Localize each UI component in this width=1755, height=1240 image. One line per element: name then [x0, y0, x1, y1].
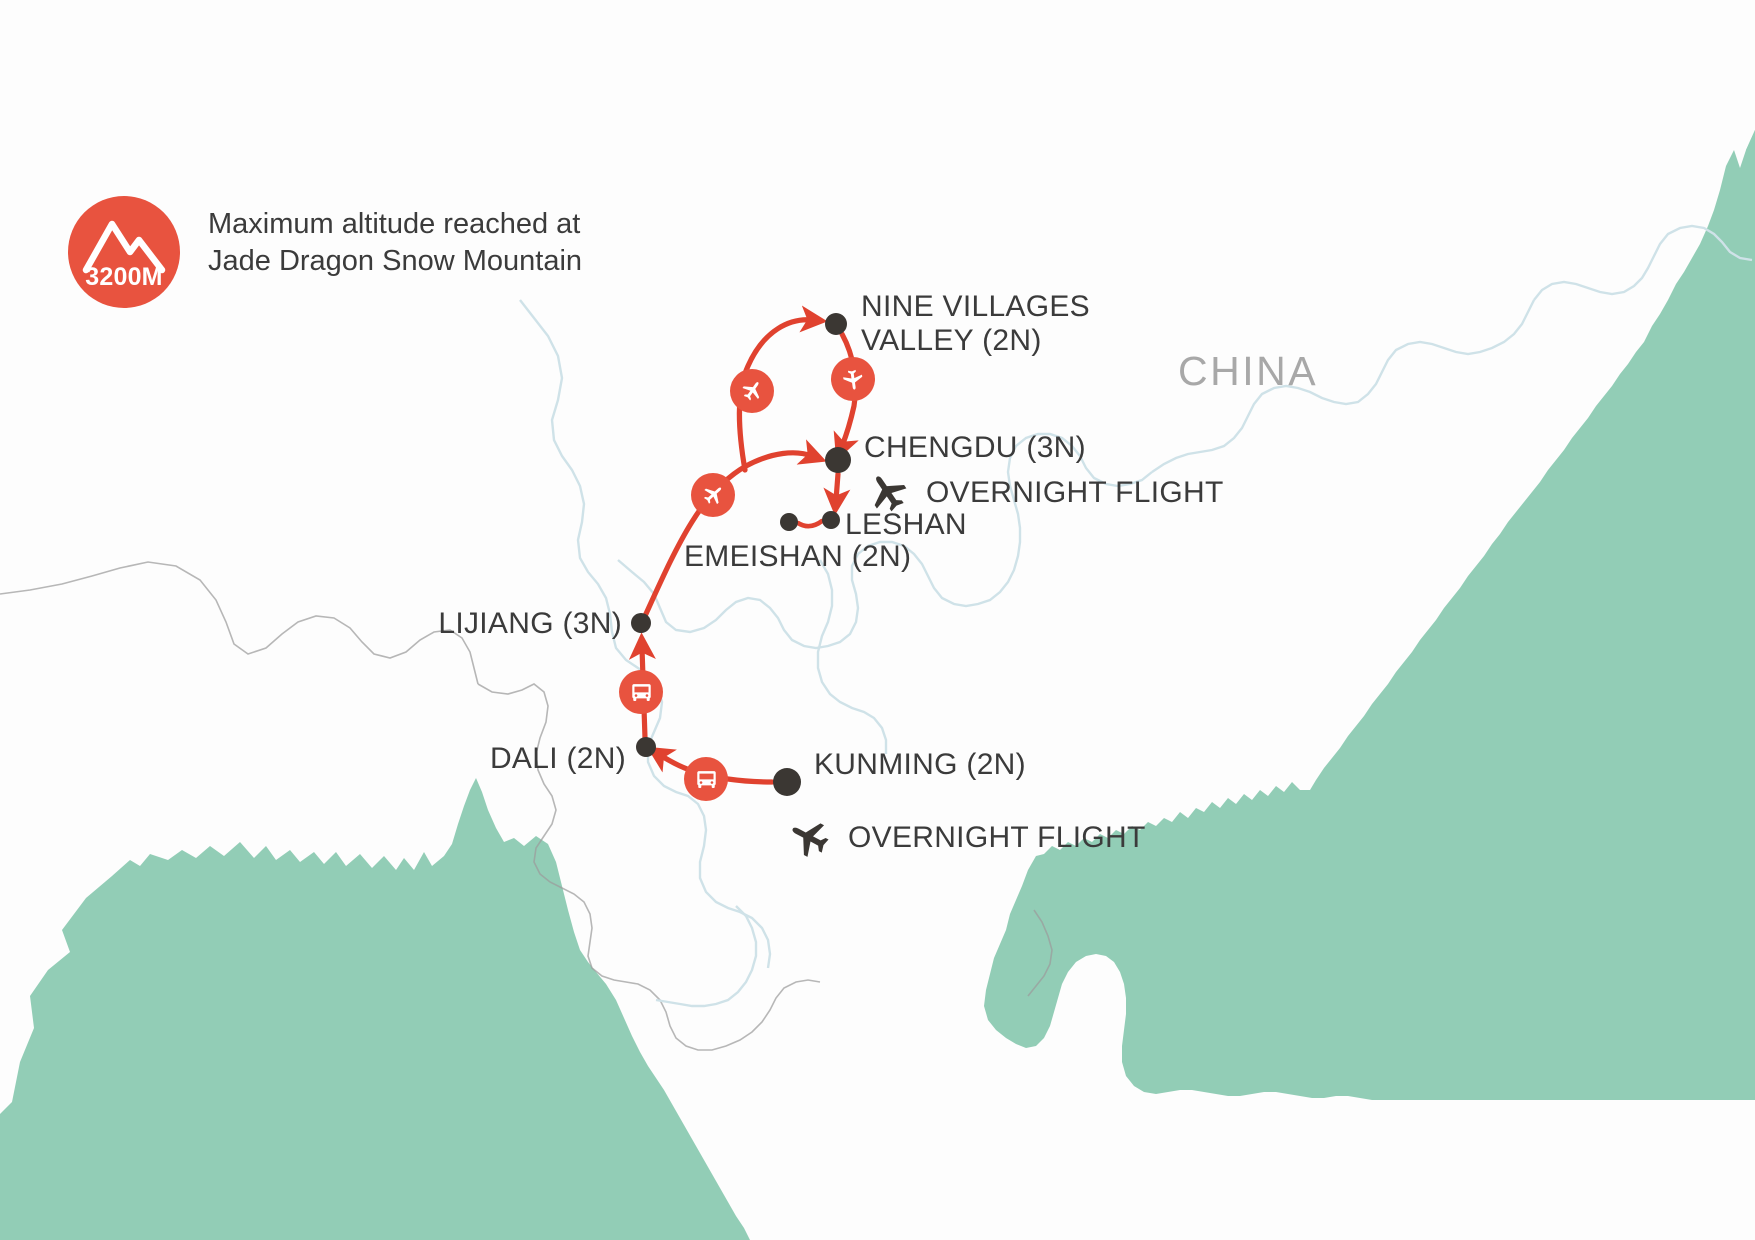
transport-badge-coach-kunming-to-dali[interactable]: [684, 757, 728, 801]
plane-icon: [703, 487, 722, 505]
route-chengdu-to-nine-villages-valley: [736, 305, 828, 473]
transport-badge-flight-nvv-to-chengdu[interactable]: [831, 357, 875, 401]
transport-badge-flight-lijiang-to-chengdu[interactable]: [691, 473, 735, 517]
route-lijiang-to-chengdu: [642, 439, 827, 619]
bus-icon: [696, 770, 716, 788]
plane-icon: [843, 369, 863, 390]
overnight-flight-label: OVERNIGHT FLIGHT: [926, 476, 1224, 509]
route-chengdu-to-leshan: [823, 471, 851, 516]
plane-dark-icon: [792, 823, 829, 857]
marker-nine-villages-valley[interactable]: [825, 313, 847, 335]
city-label-line: NINE VILLAGES: [861, 290, 1090, 323]
marker-kunming[interactable]: [773, 768, 801, 796]
country-label-china: CHINA: [1178, 348, 1319, 394]
city-label-dali: DALI (2N): [489, 742, 626, 775]
altitude-callout: 3200M Maximum altitude reached at Jade D…: [68, 196, 608, 308]
marker-dali[interactable]: [636, 737, 656, 757]
transport-badge-coach-dali-to-lijiang[interactable]: [619, 670, 663, 714]
city-label-kunming: KUNMING (2N): [814, 748, 1026, 781]
marker-lijiang[interactable]: [631, 613, 651, 633]
city-markers: [631, 313, 851, 796]
city-label-nine-villages-valley: NINE VILLAGES VALLEY (2N): [861, 290, 1090, 358]
overnight-flight-label: OVERNIGHT FLIGHT: [848, 821, 1146, 854]
river-lines: [519, 224, 1753, 1008]
boundary-lines: [0, 561, 1053, 1051]
sea-region-southeast: [984, 130, 1755, 1240]
marker-leshan[interactable]: [822, 511, 840, 529]
altitude-value: 3200M: [85, 263, 163, 291]
route-nine-villages-valley-to-chengdu: [833, 331, 859, 461]
marker-emeishan[interactable]: [780, 513, 798, 531]
city-label-chengdu: CHENGDU (3N): [864, 431, 1086, 464]
route-leshan-to-emeishan: [795, 518, 825, 529]
city-label-emeishan: EMEISHAN (2N): [684, 540, 912, 573]
plane-icon: [742, 382, 760, 401]
altitude-badge: 3200M: [68, 196, 180, 308]
overnight-flight-note-kunming: OVERNIGHT FLIGHT: [784, 815, 1146, 861]
mountain-icon: [82, 220, 166, 274]
city-label-line: VALLEY (2N): [861, 324, 1042, 357]
plane-dark-icon: [874, 476, 907, 512]
sea-fragment-east-upper: [1746, 130, 1755, 176]
city-label-lijiang: LIJIANG (3N): [438, 607, 622, 640]
marker-chengdu[interactable]: [825, 447, 851, 473]
bus-icon: [631, 683, 651, 701]
transport-badge-flight-chengdu-to-nvv[interactable]: [730, 369, 774, 413]
altitude-description: Maximum altitude reached at Jade Dragon …: [208, 208, 583, 277]
sea-region-southwest: [0, 778, 750, 1240]
sea-fragment-east-lower: [1736, 268, 1755, 296]
overnight-flight-note-chengdu: OVERNIGHT FLIGHT: [862, 470, 1224, 516]
city-label-leshan: LESHAN: [845, 508, 967, 541]
